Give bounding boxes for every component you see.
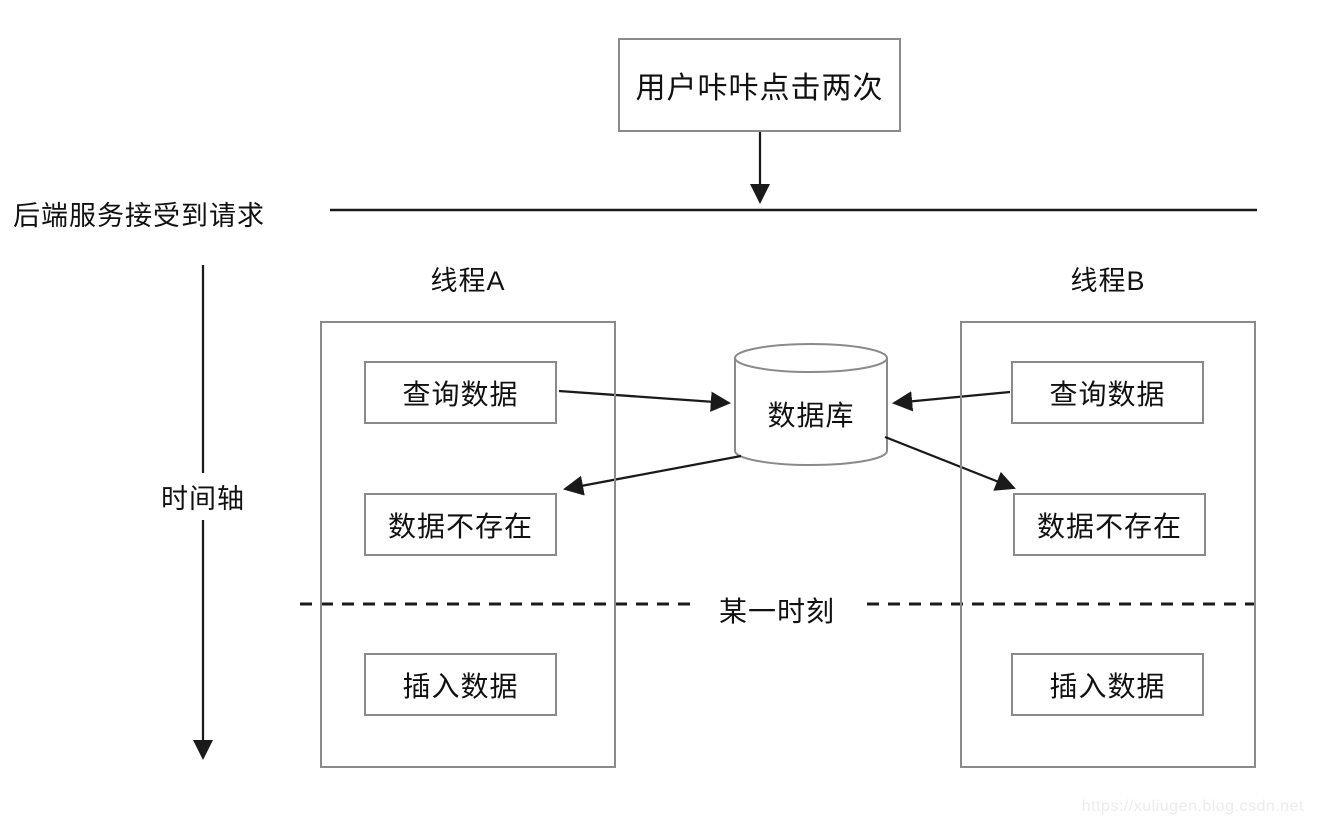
thread-a-container [320,321,616,768]
thread-a-query-box: 查询数据 [364,361,557,424]
thread-b-notexist-box: 数据不存在 [1013,493,1206,556]
moment-label: 某一时刻 [695,586,859,634]
user-click-box: 用户咔咔点击两次 [618,38,901,132]
thread-b-query-label: 查询数据 [1049,378,1166,410]
thread-a-query-label: 查询数据 [402,378,519,410]
thread-a-notexist-label: 数据不存在 [387,510,533,542]
backend-request-label: 后端服务接受到请求 [13,201,265,231]
thread-b-notexist-label: 数据不存在 [1036,510,1182,542]
thread-b-container [960,321,1256,768]
thread-b-insert-box: 插入数据 [1011,653,1204,716]
time-axis-label: 时间轴 [141,473,265,520]
thread-b-query-box: 查询数据 [1011,361,1204,424]
thread-a-title: 线程A [430,266,506,296]
thread-a-insert-box: 插入数据 [364,653,557,716]
user-click-label: 用户咔咔点击两次 [635,72,884,105]
thread-b-title: 线程B [1070,266,1146,296]
thread-a-notexist-box: 数据不存在 [364,493,557,556]
thread-a-insert-label: 插入数据 [402,670,519,702]
watermark-url: https://xuliugen.blog.csdn.net [1081,798,1304,815]
database-label: 数据库 [767,400,855,431]
thread-b-insert-label: 插入数据 [1049,670,1166,702]
